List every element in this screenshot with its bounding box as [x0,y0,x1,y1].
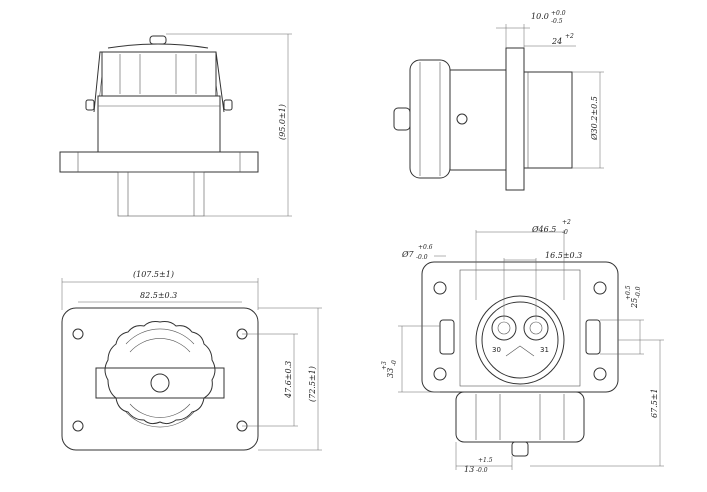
pin-spacing-label: 16.5±0.3 [545,251,582,260]
overall-height-label: (95.0±1) [278,104,287,140]
rear-barrel [117,171,205,217]
side-rear [523,71,573,169]
pivot-left [85,99,95,111]
rear-plate [421,261,619,393]
left-dim-label: 33 [386,368,395,378]
hole-spacing-y-label: 47.6±0.3 [284,361,293,399]
rear-knob [511,441,529,457]
hole-dia-tol-up: +0.6 [418,244,433,251]
scalloped-cap [104,321,216,425]
rear-plan-view: 30 31 Ø46.5 +2 -0 Ø7 +0.6 -0.0 16.5±0.3 … [381,219,664,474]
bottom-dim-tol-up: +1.5 [478,457,493,464]
hole-dia-label: Ø7 [401,250,415,259]
right-dim-tol-down: -0.0 [635,286,642,298]
angle-tol: +2 [565,33,574,40]
outer-dia-label: Ø46.5 [531,225,556,234]
rear-hole-br [593,367,607,381]
rear-hole-tl [433,281,447,295]
pin-label-left: 30 [492,346,501,354]
left-dim-tol-up: +3 [381,361,388,370]
hole-dia-tol-down: -0.0 [416,254,428,261]
latch-right [585,319,601,355]
hole-spacing-x-label: 82.5±0.3 [140,291,177,300]
angle-label: 24 [551,37,562,46]
top-dim-tol-down: -0.5 [551,18,563,25]
side-elevation-view: 10.0 +0.0 -0.5 24 +2 Ø30.2±0.5 [393,10,604,191]
top-dim-tol-up: +0.0 [551,10,566,17]
latch-left [439,319,455,355]
outer-dia-tol-down: -0 [562,229,568,236]
bottom-dim-tol-down: -0.0 [476,467,488,474]
right-dim-label: 25 [630,298,639,309]
mounting-plate [61,307,259,451]
socket-inner [481,301,559,379]
bottom-dim-label: 13 [464,465,474,474]
overall-depth-label: (72.5±1) [308,366,317,402]
pin-label-right: 31 [540,346,549,354]
cap-arc [107,43,209,49]
upper-grip-arc [129,338,191,353]
mount-hole-bl [72,420,84,432]
rear-inner-frame [459,269,581,387]
diameter-label: Ø30.2±0.5 [590,96,599,141]
rear-hole-bl [433,367,447,381]
lower-grip-arc [129,403,191,418]
overall-height-label-right: 67.5±1 [650,388,659,418]
left-dim-tol-down: -0 [391,360,398,366]
cap-body [101,51,217,97]
rear-hole-tr [593,281,607,295]
side-cap [409,59,451,179]
rear-cap [455,391,585,443]
front-plan-view: (107.5±1) 82.5±0.3 47.6±0.3 (72.5±1) [61,270,322,451]
flange [59,151,259,173]
right-dim-tol-up: +0.5 [625,285,632,300]
side-knob [393,107,411,131]
bail-bar [95,367,225,399]
outer-dia-tol-up: +2 [562,219,571,226]
cap-knob [149,35,167,45]
front-elevation-view: (95.0±1) [59,33,292,217]
center-knob [150,373,170,393]
side-pivot [456,113,468,125]
side-flange [505,47,525,191]
mount-hole-tl [72,328,84,340]
collar [97,95,221,153]
pivot-right [223,99,233,111]
socket-outer [475,295,565,385]
key-mark [505,345,535,357]
side-body [449,69,507,171]
top-dim-main: 10.0 [531,12,549,21]
overall-width-label: (107.5±1) [133,270,174,279]
